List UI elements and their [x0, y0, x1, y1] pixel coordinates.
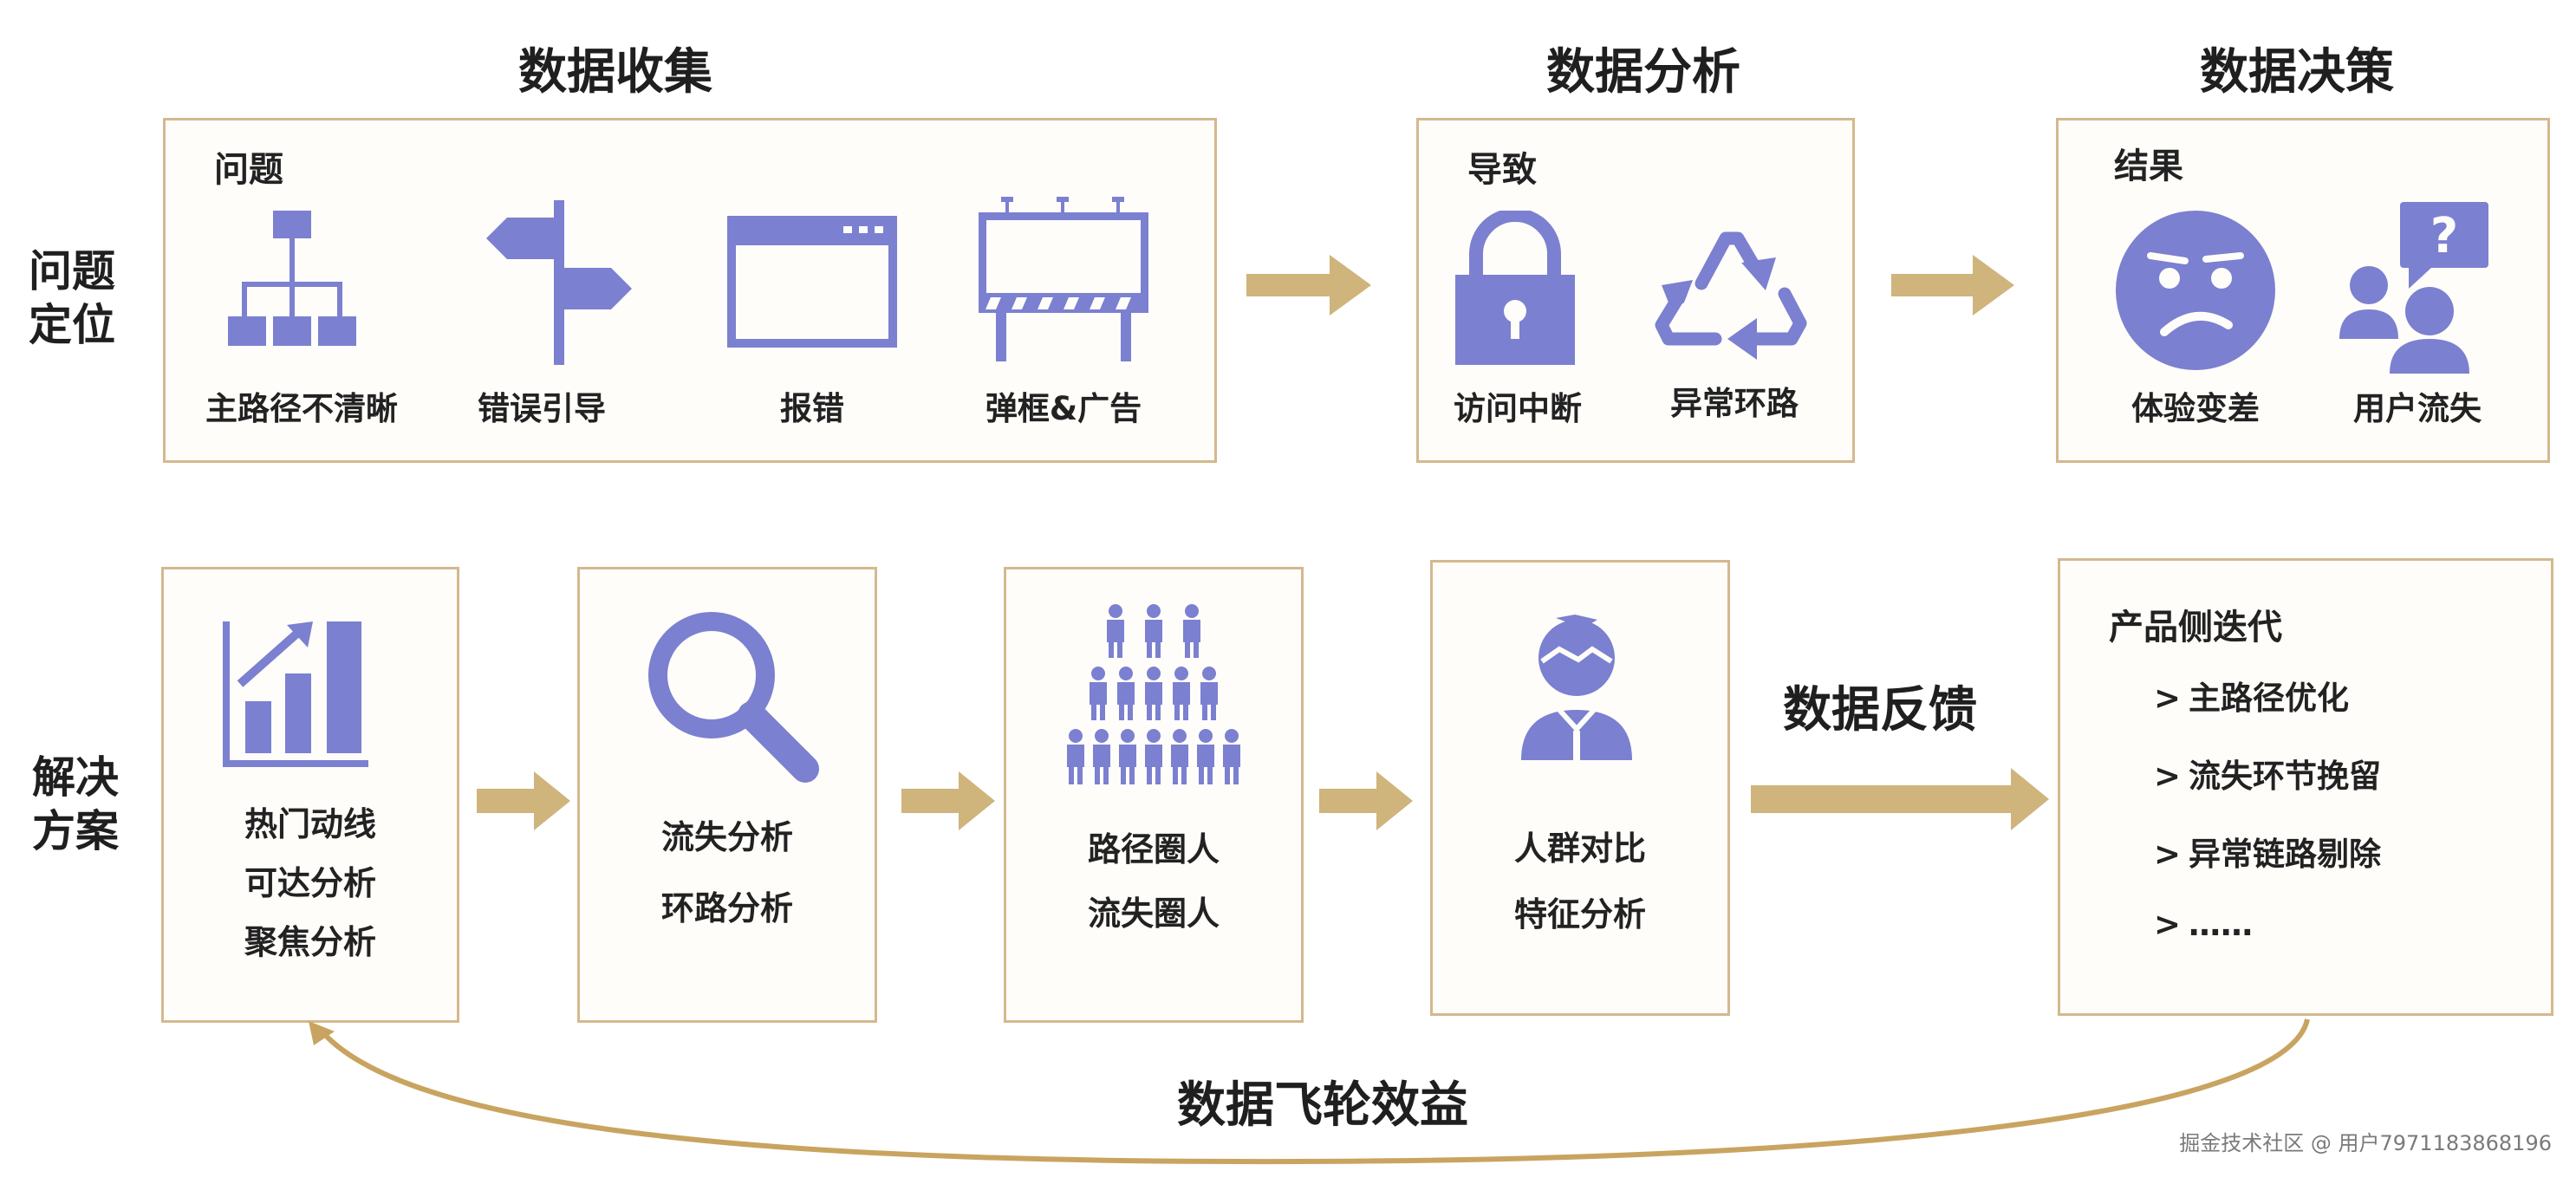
- product-bullet: >……: [2154, 906, 2381, 984]
- result-box: 结果 体验变差 ? 用户流失: [2056, 118, 2550, 463]
- chevron-right-icon: >: [2154, 758, 2182, 795]
- row-label-problem: 问题 定位: [16, 244, 128, 352]
- bar-chart-up-icon: [223, 621, 368, 767]
- browser-window-icon: [727, 216, 897, 348]
- flow-arrow-icon: [901, 771, 995, 830]
- result-item-label: 体验变差: [2131, 390, 2260, 427]
- row-label-solution-line2: 方案: [32, 806, 119, 856]
- cause-item-label: 异常环路: [1670, 385, 1799, 422]
- cause-box-title: 导致: [1467, 150, 1537, 190]
- solution-step-line: 可达分析: [244, 864, 376, 902]
- row-label-solution-line1: 解决: [32, 752, 119, 803]
- chevron-right-icon: >: [2154, 680, 2182, 717]
- product-bullet: >流失环节挽留: [2154, 750, 2381, 828]
- hierarchy-icon: [228, 211, 356, 346]
- row-label-solution: 解决 方案: [19, 751, 132, 858]
- flow-arrow-icon: [477, 771, 570, 830]
- flow-arrow-icon: [1246, 255, 1371, 316]
- feedback-label: 数据反馈: [1783, 682, 1977, 738]
- sad-face-icon: [2116, 211, 2275, 370]
- problem-item-label: 错误引导: [478, 390, 606, 427]
- magnifier-icon: [648, 612, 819, 783]
- signpost-icon: [486, 200, 632, 365]
- flow-arrow-icon: [1891, 255, 2014, 316]
- row-label-problem-line2: 定位: [29, 300, 115, 350]
- solution-step-line: 特征分析: [1513, 895, 1646, 934]
- problem-item-label: 主路径不清晰: [205, 390, 398, 427]
- problem-box-title: 问题: [214, 150, 283, 190]
- problem-box: 问题 主路径不清晰 错误引导 报错: [163, 118, 1217, 463]
- crowd-pyramid-icon: [1067, 604, 1240, 784]
- column-heading-decide: 数据决策: [2200, 44, 2394, 101]
- person-icon: [1521, 615, 1632, 760]
- product-box: 产品侧迭代 >主路径优化 >流失环节挽留 >异常链路剔除 >……: [2058, 558, 2553, 1016]
- long-flow-arrow-icon: [1751, 768, 2049, 830]
- solution-step-text: 路径圈人 流失圈人: [1006, 817, 1301, 946]
- product-bullet-text: 流失环节挽留: [2189, 758, 2381, 795]
- chevron-right-icon: >: [2154, 906, 2182, 943]
- flow-arrow-icon: [1319, 771, 1413, 830]
- recycle-icon: [1655, 231, 1807, 360]
- svg-text:?: ?: [2430, 208, 2458, 264]
- result-item-label: 用户流失: [2353, 390, 2482, 427]
- problem-item-label: 报错: [780, 390, 844, 427]
- product-bullet-text: 异常链路剔除: [2189, 836, 2381, 873]
- solution-step-line: 流失圈人: [1087, 895, 1220, 933]
- result-box-title: 结果: [2114, 146, 2183, 186]
- product-bullet: >主路径优化: [2154, 672, 2381, 750]
- row-label-problem-line1: 问题: [29, 246, 115, 296]
- solution-step-text: 人群对比 特征分析: [1433, 816, 1727, 947]
- chevron-right-icon: >: [2154, 836, 2182, 873]
- watermark: 掘金技术社区 @ 用户7971183868196: [2179, 1131, 2552, 1155]
- solution-step-line: 热门动线: [244, 805, 376, 843]
- solution-step-line: 人群对比: [1513, 829, 1646, 868]
- user-question-icon: ?: [2339, 202, 2488, 374]
- solution-step-text: 热门动线 可达分析 聚焦分析: [164, 795, 457, 972]
- solution-step-box: 人群对比 特征分析: [1430, 560, 1730, 1016]
- solution-step-line: 路径圈人: [1087, 830, 1220, 868]
- solution-step-line: 流失分析: [660, 818, 793, 856]
- product-bullet-list: >主路径优化 >流失环节挽留 >异常链路剔除 >……: [2154, 672, 2381, 984]
- flywheel-label: 数据飞轮效益: [1177, 1077, 1468, 1134]
- lock-icon: [1455, 211, 1575, 365]
- cause-item-label: 访问中断: [1454, 390, 1582, 427]
- product-box-title: 产品侧迭代: [2109, 608, 2282, 647]
- product-bullet: >异常链路剔除: [2154, 828, 2381, 906]
- solution-step-box: 路径圈人 流失圈人: [1004, 567, 1304, 1023]
- solution-step-line: 环路分析: [660, 889, 793, 927]
- solution-step-text: 流失分析 环路分析: [580, 802, 875, 944]
- cause-box: 导致 访问中断 异常环路: [1416, 118, 1855, 463]
- column-heading-analyze: 数据分析: [1546, 44, 1740, 101]
- billboard-icon: [979, 197, 1148, 361]
- solution-step-line: 聚焦分析: [244, 923, 376, 961]
- column-heading-collect: 数据收集: [518, 44, 712, 101]
- solution-step-box: 流失分析 环路分析: [577, 567, 877, 1023]
- problem-item-label: 弹框&广告: [985, 390, 1142, 427]
- product-bullet-text: ……: [2189, 906, 2253, 943]
- product-bullet-text: 主路径优化: [2189, 680, 2349, 717]
- solution-step-box: 热门动线 可达分析 聚焦分析: [161, 567, 459, 1023]
